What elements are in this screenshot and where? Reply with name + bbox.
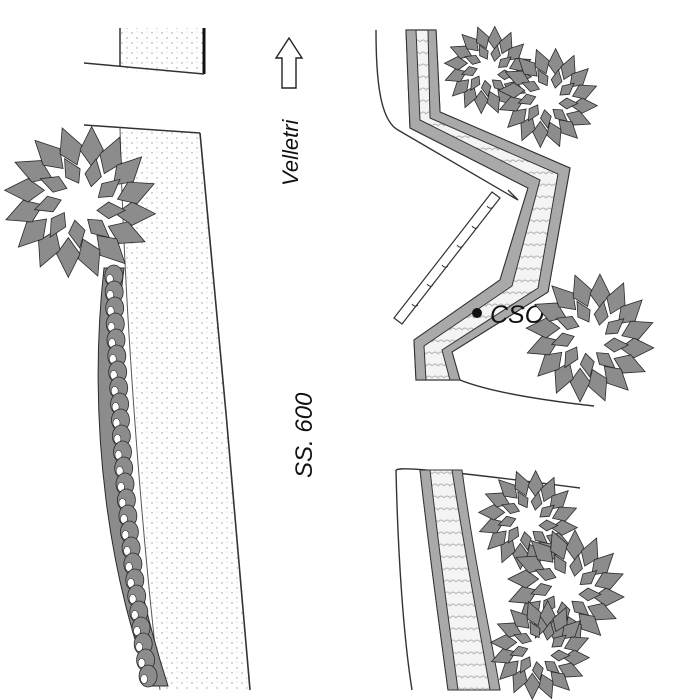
direction-label: Velletri (278, 118, 303, 186)
hedge-icon (97, 264, 169, 688)
point-marker-icon (472, 308, 482, 318)
sidewalk-strip (83, 124, 251, 691)
retaining-wall-lower (395, 468, 581, 691)
tree-group-lower (477, 469, 625, 700)
road-label: SS. 600 (291, 392, 318, 478)
tree-canopy-icon (3, 125, 157, 279)
barrier (393, 191, 501, 325)
tree-canopy-icon (477, 469, 579, 571)
direction-arrow-icon (274, 36, 304, 89)
tree-canopy-icon (525, 273, 655, 403)
tree-canopy-icon (489, 599, 591, 700)
tree-canopy-icon (497, 47, 599, 149)
tree-canopy-icon (3, 125, 157, 279)
tree-group-upper (443, 25, 655, 403)
building-block (83, 28, 206, 75)
